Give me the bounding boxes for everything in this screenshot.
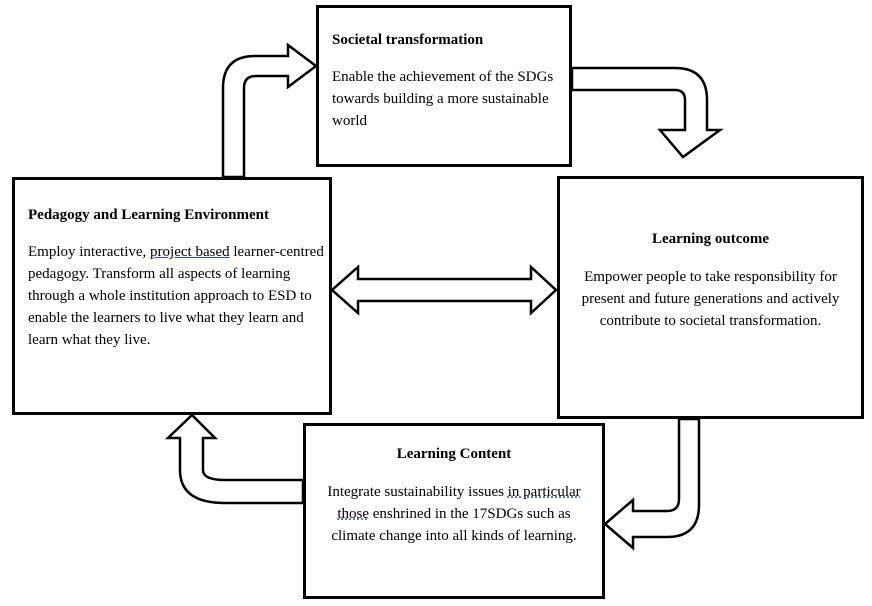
content-title: Learning Content <box>396 446 512 462</box>
outcome-title: Learning outcome <box>651 231 770 247</box>
pedagogy-body-part-2: learner-centred pedagogy. Transform all … <box>28 244 324 348</box>
pedagogy-body: Employ interactive, project based learne… <box>28 241 329 351</box>
content-body: Integrate sustainability issues in parti… <box>316 481 592 547</box>
learning-content-box: Learning Content Integrate sustainabilit… <box>303 423 605 599</box>
societal-body: Enable the achievement of the SDGs towar… <box>332 69 554 129</box>
pedagogy-body-underlined: project based <box>150 244 230 260</box>
societal-title: Societal transformation <box>332 32 484 48</box>
arrow-up-right-icon <box>221 42 319 179</box>
pedagogy-box: Pedagogy and Learning Environment Employ… <box>12 177 332 415</box>
pedagogy-title: Pedagogy and Learning Environment <box>28 207 270 223</box>
content-body-part-2: enshrined in the 17SDGs such as climate … <box>331 506 577 544</box>
content-body-part-1: Integrate sustainability issues <box>327 484 508 500</box>
outcome-body: Empower people to take responsibility fo… <box>581 269 840 329</box>
arrow-left-up-icon <box>164 413 305 505</box>
content-body-underlined: in particular those <box>337 484 581 522</box>
societal-transformation-box: Societal transformation Enable the achie… <box>316 5 572 167</box>
arrow-down-left-icon <box>603 417 701 551</box>
learning-outcome-box: Learning outcome Empower people to take … <box>557 176 864 419</box>
pedagogy-body-part-1: Employ interactive, <box>28 244 151 260</box>
arrow-right-down-icon <box>570 66 724 159</box>
double-arrow-icon <box>330 264 558 316</box>
